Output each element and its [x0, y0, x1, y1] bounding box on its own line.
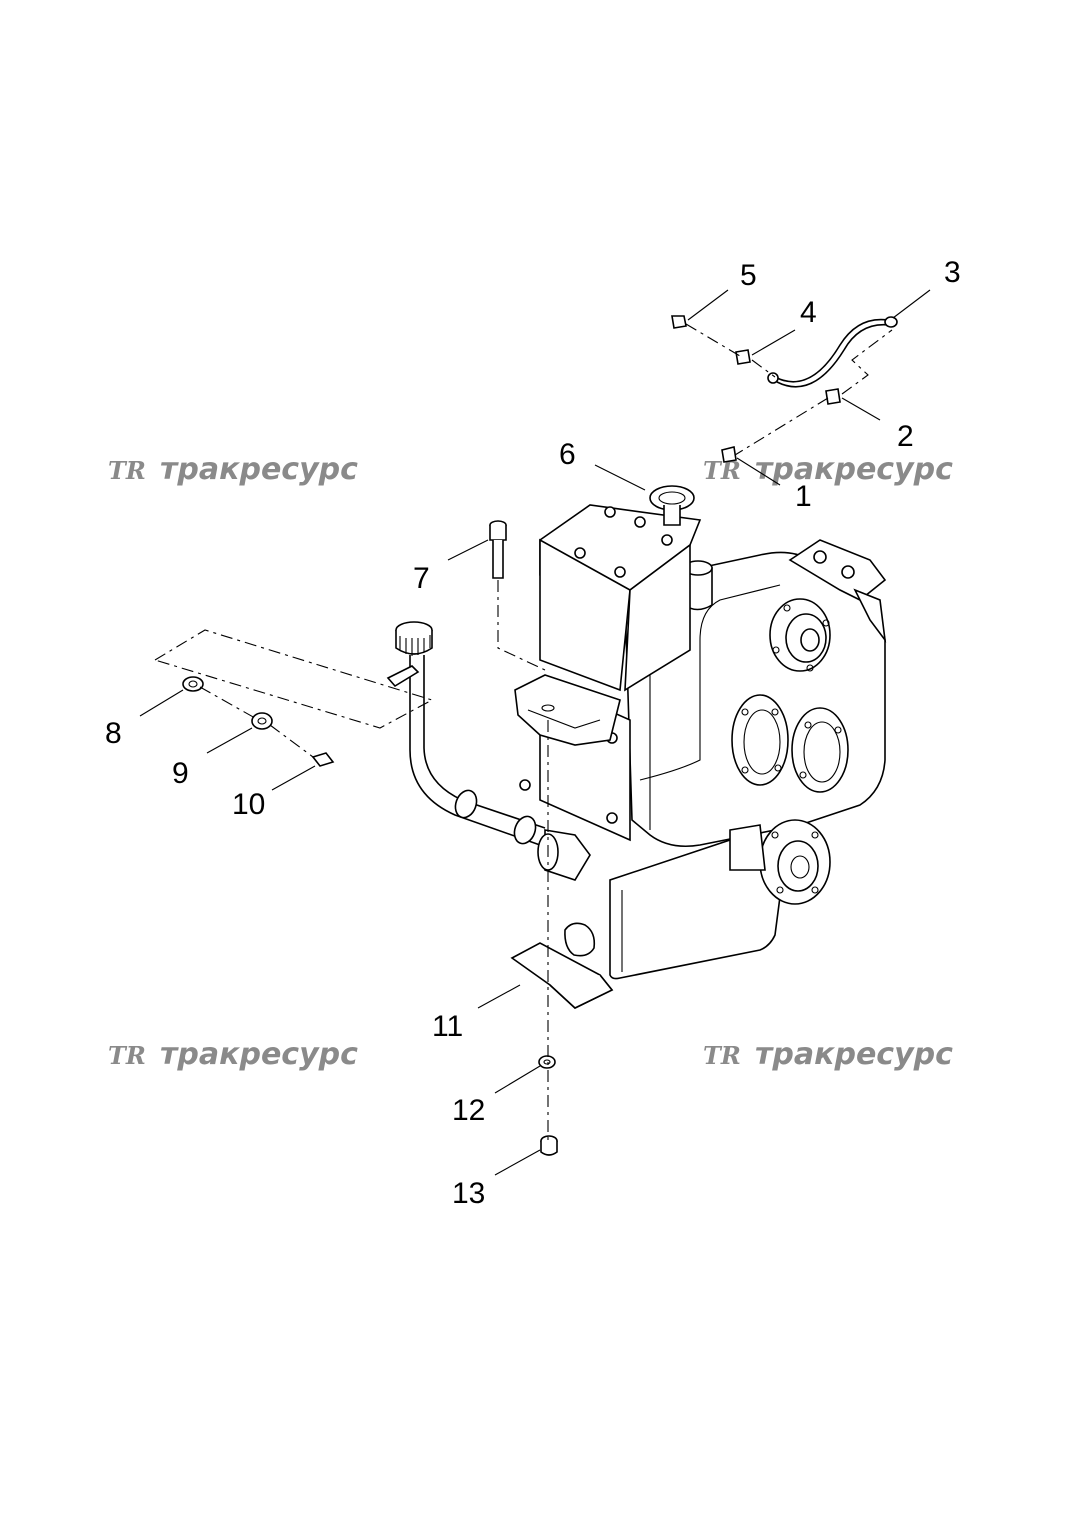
bolt-7 — [489, 520, 507, 579]
washer-12 — [538, 1055, 556, 1069]
callout-13: 13 — [452, 1177, 485, 1210]
assembly-lines — [154, 323, 893, 1140]
watermark-text: тракресурс — [755, 452, 953, 487]
hose-assembly — [671, 315, 898, 463]
nut-13 — [540, 1135, 558, 1156]
bolt-10 — [311, 752, 335, 767]
guard-plate — [510, 942, 614, 1009]
leader-lines — [139, 289, 931, 1176]
callout-3: 3 — [944, 256, 961, 289]
watermark-text: тракресурс — [160, 1037, 358, 1072]
watermark-bottom-right: TR тракресурс — [703, 1037, 953, 1072]
callout-labels: 1 2 3 4 5 6 7 8 9 10 11 12 13 — [105, 256, 961, 1210]
callout-10: 10 — [232, 788, 265, 821]
watermark-text: тракресурс — [160, 452, 358, 487]
callout-11: 11 — [432, 1010, 463, 1043]
watermark-top-right: TR тракресурс — [703, 452, 953, 487]
watermark-logo: TR — [703, 1041, 741, 1070]
callout-8: 8 — [105, 717, 122, 750]
watermark-text: тракресурс — [755, 1037, 953, 1072]
callout-7: 7 — [413, 562, 430, 595]
callout-9: 9 — [172, 757, 189, 790]
transmission-housing — [514, 485, 887, 980]
watermark-bottom-left: TR тракресурс — [108, 1037, 358, 1072]
washer-8 — [182, 676, 204, 692]
callout-6: 6 — [559, 438, 576, 471]
watermark-logo: TR — [108, 1041, 146, 1070]
callout-1: 1 — [795, 480, 812, 513]
callout-5: 5 — [740, 259, 757, 292]
watermark-logo: TR — [108, 456, 146, 485]
callout-12: 12 — [452, 1094, 485, 1127]
watermark-top-left: TR тракресурс — [108, 452, 358, 487]
callout-2: 2 — [897, 420, 914, 453]
callout-4: 4 — [800, 296, 817, 329]
washer-9 — [251, 712, 273, 730]
